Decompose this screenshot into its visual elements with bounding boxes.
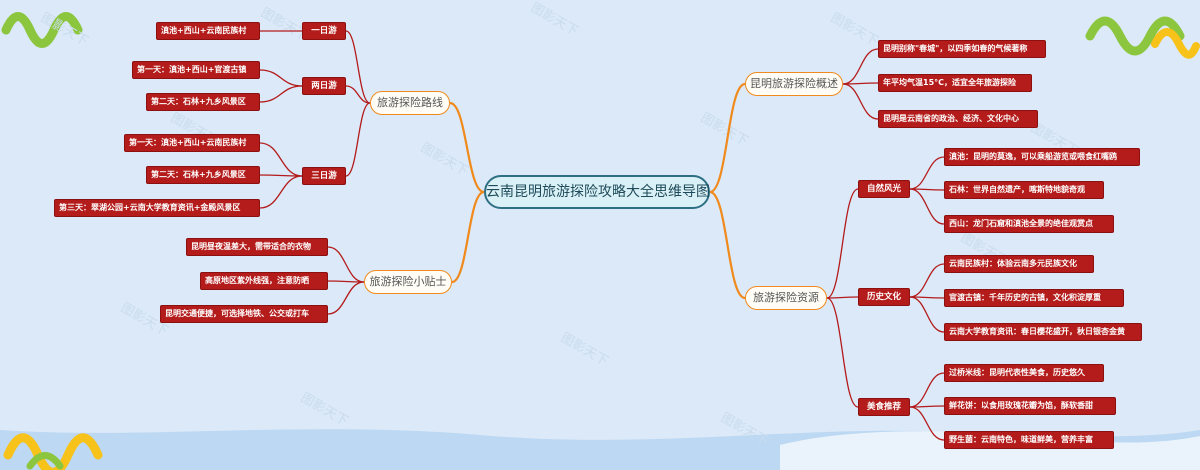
connector-line — [345, 30, 371, 104]
group-two-day[interactable]: 两日游 — [302, 77, 346, 95]
resource-leaf[interactable]: 云南民族村：体验云南多元民族文化 — [944, 255, 1094, 273]
squiggle-yellow-top-right — [1151, 28, 1200, 59]
branch-overview[interactable]: 昆明旅游探险概述 — [745, 72, 843, 96]
connector-line — [909, 263, 945, 298]
connector-line — [909, 406, 945, 441]
watermark-text: 图影天下 — [528, 0, 581, 39]
watermark-text: 图影天下 — [558, 330, 611, 369]
resource-leaf[interactable]: 过桥米线：昆明代表性美食，历史悠久 — [944, 364, 1104, 382]
connector-line — [909, 156, 945, 190]
group-one-day[interactable]: 一日游 — [302, 22, 346, 40]
overview-leaf[interactable]: 年平均气温15°C，适宜全年旅游探险 — [878, 74, 1032, 92]
tip-leaf[interactable]: 昆明昼夜温差大，需带适合的衣物 — [186, 238, 328, 256]
overview-leaf[interactable]: 昆明是云南省的政治、经济、文化中心 — [878, 110, 1038, 128]
group-nature[interactable]: 自然风光 — [858, 180, 910, 198]
watermark-text: 图影天下 — [828, 10, 881, 49]
connector-line — [345, 102, 371, 177]
squiggle-yellow-bottom-left — [3, 433, 103, 470]
route-leaf[interactable]: 第二天：石林+九乡风景区 — [146, 166, 260, 184]
connector-line — [909, 296, 945, 333]
branch-tips[interactable]: 旅游探险小贴士 — [364, 270, 452, 294]
connector-line — [449, 101, 485, 194]
resource-leaf[interactable]: 野生菌：云南特色，味道鲜美，营养丰富 — [944, 431, 1114, 449]
resource-leaf[interactable]: 西山：龙门石窟和滇池全景的绝佳观赏点 — [944, 215, 1114, 233]
tip-leaf[interactable]: 昆明交通便捷，可选择地铁、公交或打车 — [160, 305, 328, 323]
group-three-day[interactable]: 三日游 — [302, 167, 346, 185]
resource-leaf[interactable]: 云南大学教育资讯：春日樱花盛开，秋日银杏金黄 — [944, 323, 1142, 341]
connector-line — [909, 372, 945, 408]
resource-leaf[interactable]: 滇池：昆明的莫逸，可以乘船游览或喂食红嘴鸥 — [944, 148, 1140, 166]
connector-line — [327, 246, 365, 283]
route-leaf[interactable]: 第一天：滇池+西山+云南民族村 — [124, 134, 260, 152]
connector-line — [709, 190, 746, 300]
central-topic[interactable]: 云南昆明旅游探险攻略大全思维导图 — [484, 175, 710, 209]
wave-decoration-bottom-light — [780, 431, 1200, 470]
connector-line — [259, 85, 303, 103]
decorations — [0, 12, 1200, 470]
resource-leaf[interactable]: 官渡古镇：千年历史的古镇，文化积淀厚重 — [944, 289, 1124, 307]
route-leaf[interactable]: 第三天：翠湖公园+云南大学教育资讯+金殿风景区 — [54, 199, 260, 217]
resource-leaf[interactable]: 石林：世界自然遗产，喀斯特地貌奇观 — [944, 181, 1104, 199]
group-food[interactable]: 美食推荐 — [858, 398, 910, 416]
connector-line — [826, 297, 859, 408]
connector-line — [451, 190, 485, 284]
watermark-text: 图影天下 — [418, 140, 471, 179]
watermark-text: 图影天下 — [698, 110, 751, 149]
overview-leaf[interactable]: 昆明别称"春城"，以四季如春的气候著称 — [878, 40, 1046, 58]
connector-line — [259, 175, 303, 209]
tip-leaf[interactable]: 高原地区紫外线强，注意防晒 — [200, 272, 328, 290]
route-leaf[interactable]: 滇池+西山+云南民族村 — [156, 22, 260, 40]
connector-line — [842, 83, 879, 120]
connector-line — [709, 82, 746, 194]
squiggle-green-top-right — [1085, 16, 1185, 56]
connector-line — [345, 85, 371, 104]
connector-line — [826, 188, 859, 299]
connector-line — [826, 296, 859, 299]
squiggle-green-top-left — [1, 12, 83, 48]
route-leaf[interactable]: 第一天：滇池+西山+官渡古镇 — [132, 61, 260, 79]
resource-leaf[interactable]: 鲜花饼：以食用玫瑰花瓣为馅，酥软香甜 — [944, 397, 1116, 415]
route-leaf[interactable]: 第二天：石林+九乡风景区 — [146, 93, 260, 111]
connector-line — [909, 188, 945, 225]
connector-line — [327, 281, 365, 315]
branch-routes[interactable]: 旅游探险路线 — [370, 91, 450, 115]
connector-line — [842, 48, 879, 85]
group-history[interactable]: 历史文化 — [858, 288, 910, 306]
watermark-text: 图影天下 — [298, 390, 351, 429]
connector-line — [259, 69, 303, 87]
squiggle-green-bottom-left — [26, 452, 64, 470]
connector-line — [259, 142, 303, 177]
branch-resources[interactable]: 旅游探险资源 — [745, 286, 827, 310]
connector-lines — [259, 30, 945, 441]
